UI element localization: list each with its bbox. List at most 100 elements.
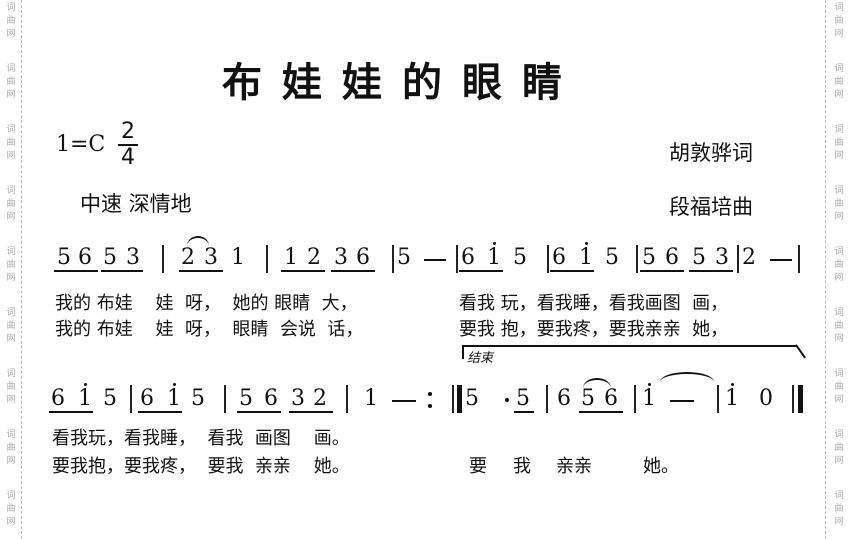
time-signature: 2 4 <box>118 121 138 169</box>
augmentation-dot-icon <box>505 398 509 402</box>
octave-dot-icon <box>731 383 734 386</box>
jianpu-note: 5 <box>516 386 530 411</box>
eighth-underline <box>179 270 223 272</box>
barline <box>456 245 458 273</box>
eighth-underline <box>640 270 684 272</box>
watermark-char: 曲 <box>6 77 16 87</box>
eighth-underline <box>514 411 534 413</box>
watermark-char: 词 <box>834 125 844 135</box>
watermark-char: 曲 <box>834 260 844 270</box>
watermark-char: 词 <box>834 186 844 196</box>
octave-dot-icon <box>585 242 588 245</box>
watermark-char: 词 <box>6 186 16 196</box>
jianpu-note: 5 <box>513 245 527 270</box>
jianpu-note: 6 <box>78 245 92 270</box>
watermark-char: 网 <box>6 151 16 161</box>
watermark-left: 词曲网词曲网词曲网词曲网词曲网词曲网词曲网词曲网词曲网 <box>4 0 18 539</box>
barline <box>224 385 226 413</box>
jianpu-note: 6 <box>356 245 370 270</box>
barline-thin <box>792 385 794 413</box>
jianpu-note: 3 <box>715 245 729 270</box>
lyric-row1-verse2: 我的 布娃 娃 呀， 眼睛 会说 话， <box>55 319 364 340</box>
jianpu-note: 5 <box>103 386 117 411</box>
watermark-char: 曲 <box>6 321 16 331</box>
watermark-char: 网 <box>6 395 16 405</box>
barline-thin <box>452 385 454 413</box>
watermark-char: 曲 <box>6 16 16 26</box>
jianpu-note: 6 <box>665 245 679 270</box>
barline <box>346 385 348 413</box>
lyric-coda-1: 要 <box>469 456 487 477</box>
watermark-char: 词 <box>6 64 16 74</box>
ending-right-hook <box>795 344 806 359</box>
ending-left-hook <box>462 345 464 359</box>
eighth-underline <box>289 411 333 413</box>
watermark-char: 网 <box>834 90 844 100</box>
jianpu-note: 5 <box>397 245 411 270</box>
song-title: 布娃娃的眼睛 <box>222 60 582 106</box>
watermark-char: 网 <box>6 334 16 344</box>
sustain-dash <box>424 259 446 261</box>
watermark-char: 曲 <box>834 138 844 148</box>
watermark-group: 词曲网 <box>834 2 843 41</box>
sustain-dash <box>770 259 792 261</box>
barline <box>130 385 132 413</box>
jianpu-note: 6 <box>557 386 571 411</box>
jianpu-note: 3 <box>334 245 348 270</box>
watermark-char: 网 <box>6 273 16 283</box>
time-sig-bar <box>118 144 138 146</box>
jianpu-note: 1 <box>487 245 501 270</box>
ending-label: 结束 <box>467 351 494 366</box>
jianpu-note: 6 <box>552 245 566 270</box>
watermark-char: 词 <box>834 430 844 440</box>
lyric-row1-verse1-cont: 看我 玩，看我睡，看我画图 画， <box>459 293 729 314</box>
sustain-dash <box>670 400 694 402</box>
slur-icon <box>187 236 209 246</box>
jianpu-note: 6 <box>140 386 154 411</box>
eighth-underline <box>237 411 281 413</box>
watermark-char: 网 <box>834 456 844 466</box>
watermark-group: 词曲网 <box>834 490 843 529</box>
jianpu-note: 5 <box>581 386 595 411</box>
eighth-underline <box>550 270 594 272</box>
watermark-char: 曲 <box>6 260 16 270</box>
jianpu-note: 5 <box>103 245 117 270</box>
watermark-char: 网 <box>6 517 16 527</box>
margin-line-right <box>825 0 826 539</box>
jianpu-note: 6 <box>51 386 65 411</box>
jianpu-note: 3 <box>204 245 218 270</box>
jianpu-note: 2 <box>313 386 327 411</box>
barline <box>634 385 636 413</box>
watermark-group: 词曲网 <box>6 307 15 346</box>
lyric-row1-verse2-cont: 要我 抱，要我疼，要我亲亲 她， <box>459 319 729 340</box>
barline <box>737 245 739 273</box>
jianpu-note: 5 <box>239 386 253 411</box>
watermark-group: 词曲网 <box>6 185 15 224</box>
watermark-char: 曲 <box>834 77 844 87</box>
lyric-row1-verse1: 我的 布娃 娃 呀， 她的 眼睛 大， <box>55 293 358 314</box>
margin-line-left <box>21 0 22 539</box>
barline <box>266 245 268 273</box>
watermark-char: 曲 <box>6 504 16 514</box>
watermark-char: 词 <box>6 369 16 379</box>
watermark-char: 词 <box>834 369 844 379</box>
watermark-char: 曲 <box>6 382 16 392</box>
watermark-char: 词 <box>6 491 16 501</box>
watermark-char: 网 <box>6 90 16 100</box>
watermark-group: 词曲网 <box>6 246 15 285</box>
lyric-coda-2: 我 <box>513 456 531 477</box>
watermark-char: 曲 <box>834 199 844 209</box>
jianpu-note: 5 <box>605 245 619 270</box>
watermark-char: 网 <box>6 29 16 39</box>
barline-thick <box>798 385 803 413</box>
barline <box>547 245 549 273</box>
lyric-row2-verse1: 看我玩，看我睡， 看我 画图 画。 <box>52 428 350 449</box>
watermark-char: 词 <box>834 247 844 257</box>
watermark-group: 词曲网 <box>6 2 15 41</box>
watermark-char: 词 <box>834 308 844 318</box>
watermark-char: 曲 <box>834 16 844 26</box>
eighth-underline <box>689 270 733 272</box>
jianpu-note: 6 <box>264 386 278 411</box>
watermark-group: 词曲网 <box>834 246 843 285</box>
eighth-underline <box>101 270 143 272</box>
